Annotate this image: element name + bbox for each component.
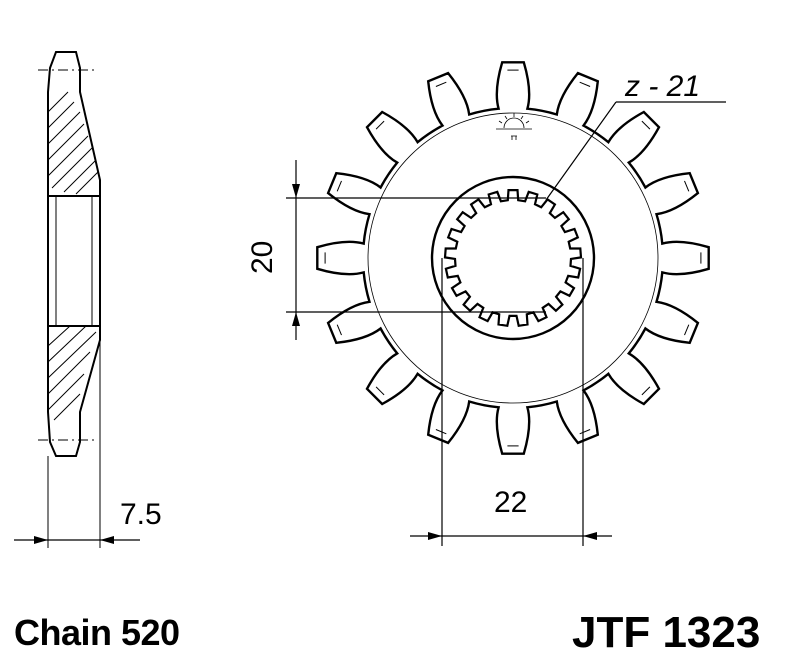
spline-outline [443, 189, 583, 328]
tooth-tip-mark [579, 81, 591, 87]
side-profile [47, 51, 101, 457]
tooth-count-leader [545, 101, 726, 201]
spline-height-label: 20 [246, 241, 279, 274]
hub-diameter-arrow-left [428, 532, 442, 540]
tooth-tip-mark [684, 180, 690, 192]
hub-diameter-label: 22 [494, 486, 527, 519]
side-view [14, 51, 140, 548]
thickness-arrow-right [100, 536, 114, 544]
part-number: JTF 1323 [572, 608, 761, 657]
pitch-circle [367, 112, 659, 404]
hub-circle [430, 175, 596, 341]
tooth-tip-mark [684, 324, 690, 336]
spline-height-dim [286, 160, 546, 340]
tooth-tip-mark [579, 429, 591, 435]
tooth-tip-mark [375, 386, 385, 396]
tooth-tip-mark [435, 429, 447, 435]
front-view: z - 21 20 22 [246, 61, 726, 546]
tooth-tip-mark [375, 120, 385, 130]
hub-diameter-arrow-right [583, 532, 597, 540]
tooth-tips [324, 69, 702, 447]
tooth-tip-mark [641, 120, 651, 130]
tooth-tip-mark [435, 81, 447, 87]
hub-diameter-dim [410, 258, 612, 546]
spline-height-arrow-top [292, 184, 300, 198]
tooth-tip-mark [641, 386, 651, 396]
tooth-count-label: z - 21 [624, 70, 700, 103]
thickness-arrow-left [34, 536, 48, 544]
hatch-lower [47, 325, 97, 421]
chain-label: Chain 520 [14, 612, 180, 653]
spline-height-arrow-bottom [292, 312, 300, 326]
thickness-label: 7.5 [120, 498, 162, 531]
hatch-upper [47, 91, 99, 195]
tooth-tip-mark [336, 180, 342, 192]
sprocket-outline [316, 61, 710, 455]
logo-mark [496, 113, 532, 140]
tooth-tip-mark [336, 324, 342, 336]
